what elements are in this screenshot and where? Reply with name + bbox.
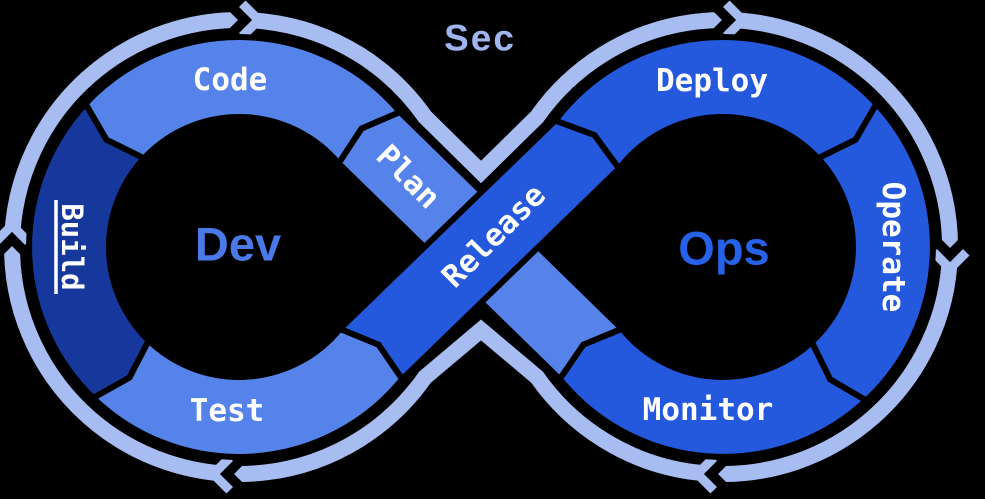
arrowhead-right-icon	[930, 248, 970, 276]
monitor-segment	[556, 325, 872, 460]
ring-arrowheads	[0, 0, 970, 494]
build-segment-label: Build	[55, 203, 89, 290]
operate-label-group: Operate	[875, 182, 911, 313]
arrowhead-bottom-right-icon	[690, 454, 718, 494]
ring-notches	[0, 0, 970, 494]
notch-left-icon	[0, 231, 32, 259]
deploy-segment-label: Deploy	[656, 63, 768, 99]
notch-bottom-left-icon	[219, 454, 247, 494]
notch-top-right-icon	[709, 0, 737, 40]
arrowhead-left-icon	[0, 218, 32, 246]
code-segment-label: Code	[193, 62, 268, 98]
sec-label: Sec	[444, 18, 516, 59]
release-segment	[334, 117, 624, 384]
notch-top-left-icon	[225, 0, 253, 40]
outer-flow-ring	[4, 12, 959, 482]
test-segment-label: Test	[190, 393, 265, 429]
arrowhead-bottom-left-icon	[206, 454, 234, 494]
monitor-segment-label: Monitor	[643, 392, 774, 428]
operate-segment-label: Operate	[875, 182, 911, 313]
notch-bottom-right-icon	[703, 454, 731, 494]
ops-label: Ops	[678, 222, 769, 275]
notch-right-icon	[930, 235, 970, 263]
build-label-group: Build	[54, 200, 89, 294]
deploy-segment	[550, 34, 881, 174]
arrowhead-top-right-icon	[722, 0, 750, 40]
arrowhead-top-left-icon	[238, 0, 266, 40]
dev-label: Dev	[195, 218, 281, 271]
